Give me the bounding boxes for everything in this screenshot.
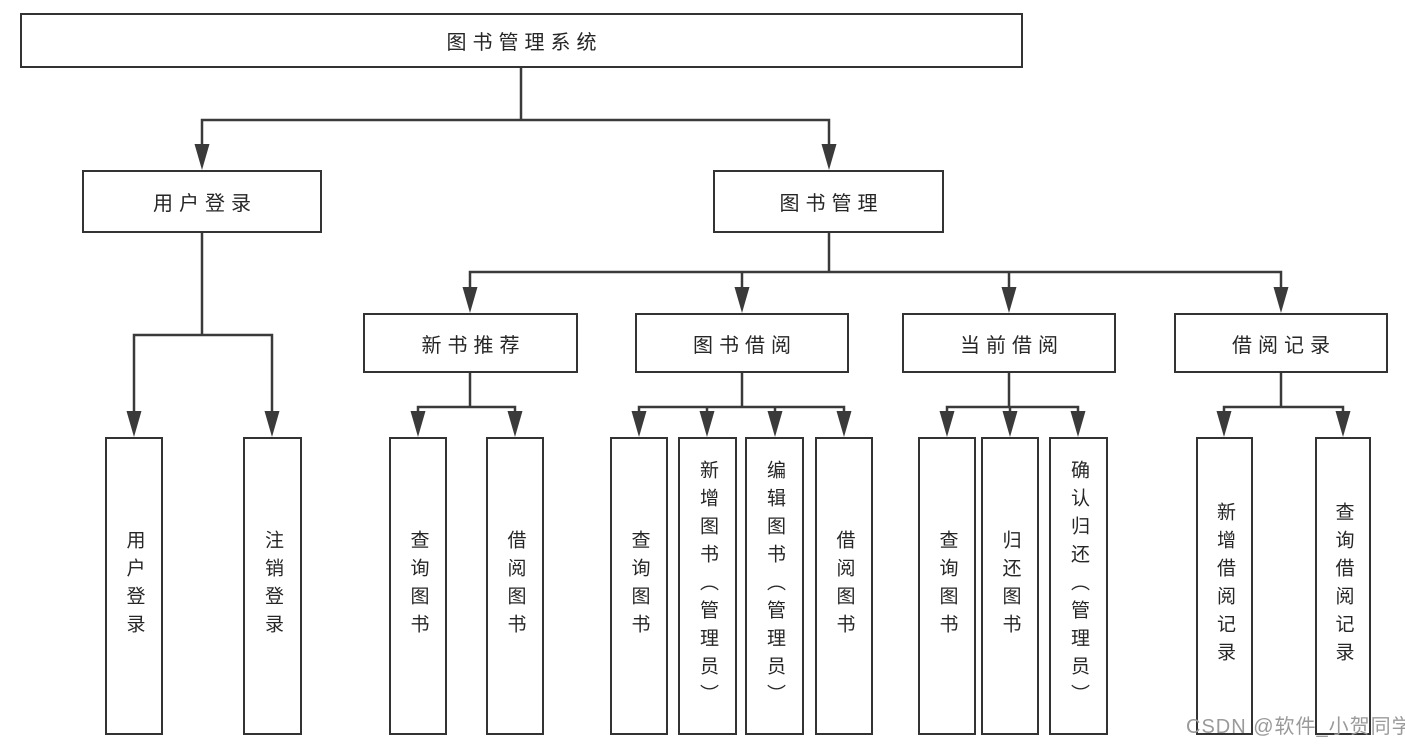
arrowhead-icon xyxy=(939,411,955,437)
arrowhead-icon xyxy=(821,144,837,170)
connector-user-login-to-leaves xyxy=(132,231,274,431)
leaf-add-book-admin-label: 新增图书（管理员） xyxy=(697,460,718,712)
leaf-query-borrow-record: 查询借阅记录 xyxy=(1315,437,1371,735)
arrowhead-icon xyxy=(631,411,647,437)
connector-records-to-leaves xyxy=(1222,371,1345,431)
leaf-confirm-return-admin-label: 确认归还（管理员） xyxy=(1068,460,1089,712)
leaf-confirm-return-admin: 确认归还（管理员） xyxy=(1049,437,1108,735)
leaf-query-books-recommend-label: 查询图书 xyxy=(407,530,429,642)
connector-root-to-level2 xyxy=(200,66,831,164)
arrowhead-icon xyxy=(1216,411,1232,437)
leaf-borrow-books-borrowing-label: 借阅图书 xyxy=(833,530,855,642)
node-root-system: 图书管理系统 xyxy=(20,13,1023,68)
arrowhead-icon xyxy=(1002,411,1018,437)
node-user-login-label: 用户登录 xyxy=(153,193,257,215)
arrowhead-icon xyxy=(767,411,783,437)
arrowhead-icon xyxy=(699,411,715,437)
leaf-query-books-borrowing-label: 查询图书 xyxy=(628,530,650,642)
node-current-borrowing: 当前借阅 xyxy=(902,313,1116,373)
leaf-return-books: 归还图书 xyxy=(981,437,1039,735)
arrowhead-icon xyxy=(1273,287,1289,313)
arrowhead-icon xyxy=(264,411,280,437)
connector-book-mgmt-to-level3 xyxy=(468,231,1283,307)
node-new-book-recommend-label: 新书推荐 xyxy=(421,334,526,357)
arrowhead-icon xyxy=(462,287,478,313)
node-user-login: 用户登录 xyxy=(82,170,322,233)
node-book-management-label: 图书管理 xyxy=(779,193,884,215)
arrowhead-icon xyxy=(507,411,523,437)
connector-recommend-to-leaves xyxy=(416,371,517,431)
leaf-query-books-current: 查询图书 xyxy=(918,437,976,735)
leaf-add-borrow-record: 新增借阅记录 xyxy=(1196,437,1253,735)
arrowhead-icon xyxy=(126,411,142,437)
csdn-watermark: CSDN @软件_小贺同学 xyxy=(1186,716,1405,738)
node-new-book-recommend: 新书推荐 xyxy=(363,313,578,373)
node-current-borrowing-label: 当前借阅 xyxy=(960,334,1064,357)
arrowhead-icon xyxy=(1335,411,1351,437)
arrowhead-icon xyxy=(1070,411,1086,437)
leaf-user-login-label: 用户登录 xyxy=(123,530,145,642)
leaf-query-books-borrowing: 查询图书 xyxy=(610,437,668,735)
node-borrowing-records-label: 借阅记录 xyxy=(1232,334,1336,357)
node-book-borrowing: 图书借阅 xyxy=(635,313,849,373)
leaf-borrow-books-recommend: 借阅图书 xyxy=(486,437,544,735)
leaf-logout-label: 注销登录 xyxy=(262,530,283,642)
leaf-query-borrow-record-label: 查询借阅记录 xyxy=(1332,502,1354,670)
node-book-borrowing-label: 图书借阅 xyxy=(693,334,797,357)
leaf-edit-book-admin: 编辑图书（管理员） xyxy=(745,437,804,735)
leaf-query-books-recommend: 查询图书 xyxy=(389,437,447,735)
leaf-borrow-books-recommend-label: 借阅图书 xyxy=(504,530,526,642)
leaf-add-borrow-record-label: 新增借阅记录 xyxy=(1214,502,1235,670)
leaf-query-books-current-label: 查询图书 xyxy=(936,530,958,642)
leaf-edit-book-admin-label: 编辑图书（管理员） xyxy=(764,460,785,712)
node-root-system-label: 图书管理系统 xyxy=(446,32,603,54)
connector-borrowing-to-leaves xyxy=(637,371,846,431)
leaf-user-login: 用户登录 xyxy=(105,437,163,735)
arrowhead-icon xyxy=(836,411,852,437)
leaf-borrow-books-borrowing: 借阅图书 xyxy=(815,437,873,735)
leaf-add-book-admin: 新增图书（管理员） xyxy=(678,437,737,735)
arrowhead-icon xyxy=(194,144,210,170)
node-borrowing-records: 借阅记录 xyxy=(1174,313,1388,373)
arrowhead-icon xyxy=(410,411,426,437)
arrowhead-icon xyxy=(1001,287,1017,313)
leaf-logout: 注销登录 xyxy=(243,437,302,735)
arrowhead-icon xyxy=(734,287,750,313)
leaf-return-books-label: 归还图书 xyxy=(999,530,1021,642)
node-book-management: 图书管理 xyxy=(713,170,944,233)
